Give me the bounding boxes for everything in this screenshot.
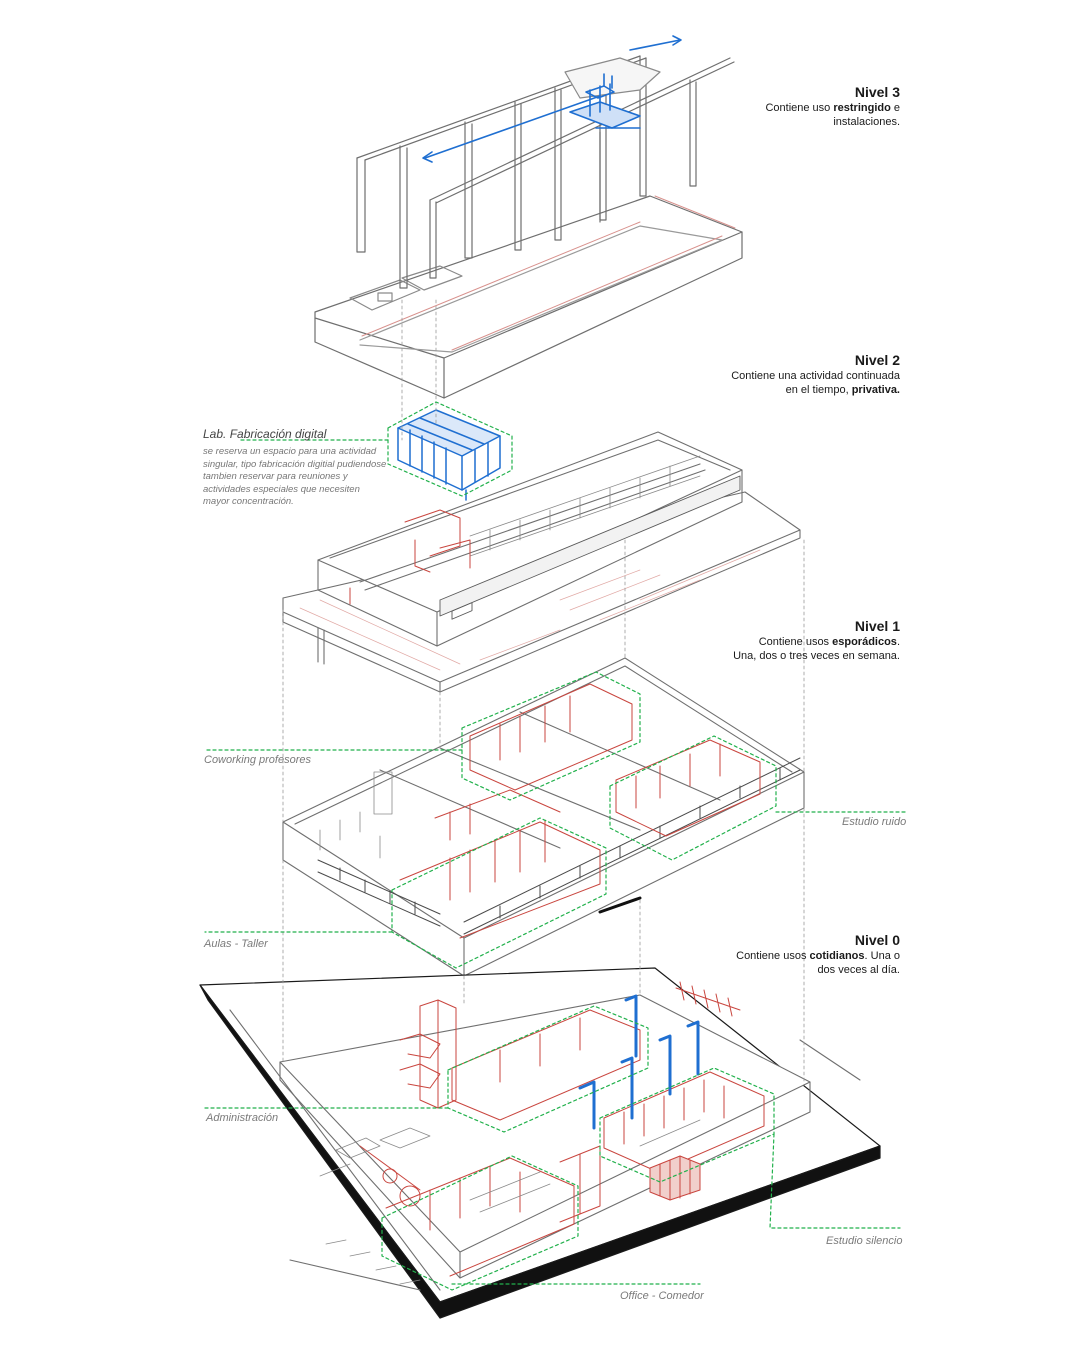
zone-label-aulas-taller: Aulas - Taller	[204, 938, 268, 950]
level-1-red-rooms	[399, 683, 761, 939]
level-0-building	[229, 994, 861, 1291]
lab-title: Lab. Fabricación digital	[203, 427, 327, 441]
level-3-desc: Contiene uso restringido e instalaciones…	[765, 102, 900, 128]
zone-label-office-comedor: Office - Comedor	[620, 1290, 704, 1302]
level-0-grey-furniture	[319, 1119, 701, 1285]
level-1-title: Nivel 1	[854, 618, 900, 634]
level-1-label: Nivel 1 Contiene usos esporádicos. Una, …	[733, 618, 900, 663]
level-1-stair-shadow	[598, 896, 642, 914]
level-1-grey-details	[319, 771, 393, 859]
level-2-railing	[469, 455, 701, 557]
zone-label-estudio-silencio: Estudio silencio	[826, 1235, 903, 1247]
level-0-red-rooms	[359, 981, 765, 1277]
level-2-label: Nivel 2 Contiene una actividad continuad…	[731, 352, 900, 397]
zone-label-administracion: Administración	[206, 1112, 279, 1124]
level-2-desc: Contiene una actividad continuada en el …	[731, 370, 900, 396]
level-1-desc: Contiene usos esporádicos. Una, dos o tr…	[733, 636, 900, 662]
level-1-floor	[282, 657, 805, 977]
lab-note: Lab. Fabricación digital se reserva un e…	[203, 427, 388, 509]
level-2-terrace-tiles	[299, 549, 761, 671]
zone-label-estudio-ruido: Estudio ruido	[842, 816, 907, 828]
level-3-label: Nivel 3 Contiene uso restringido e insta…	[765, 84, 900, 129]
alignment-guides	[282, 299, 805, 1083]
lab-description: se reserva un espacio para una actividad…	[203, 446, 387, 507]
level-0-label: Nivel 0 Contiene usos cotidianos. Una o …	[736, 932, 900, 977]
level-0-title: Nivel 0	[854, 932, 900, 948]
level-0-desc: Contiene usos cotidianos. Una o dos vece…	[736, 950, 900, 976]
level-2-facade-windows	[439, 475, 741, 620]
level-3-structure	[314, 55, 743, 399]
green-zone-outlines	[204, 401, 906, 1291]
level-3-blue-installation	[422, 35, 682, 163]
zone-label-coworking: Coworking profesores	[204, 754, 311, 766]
level-2-red-interior	[349, 509, 471, 605]
level-3-title: Nivel 3	[854, 84, 900, 100]
lab-fabricacion-box	[397, 409, 501, 501]
level-0-blue-doors	[578, 994, 700, 1130]
level-2-title: Nivel 2	[854, 352, 900, 368]
level-3-red-lines	[361, 195, 736, 351]
